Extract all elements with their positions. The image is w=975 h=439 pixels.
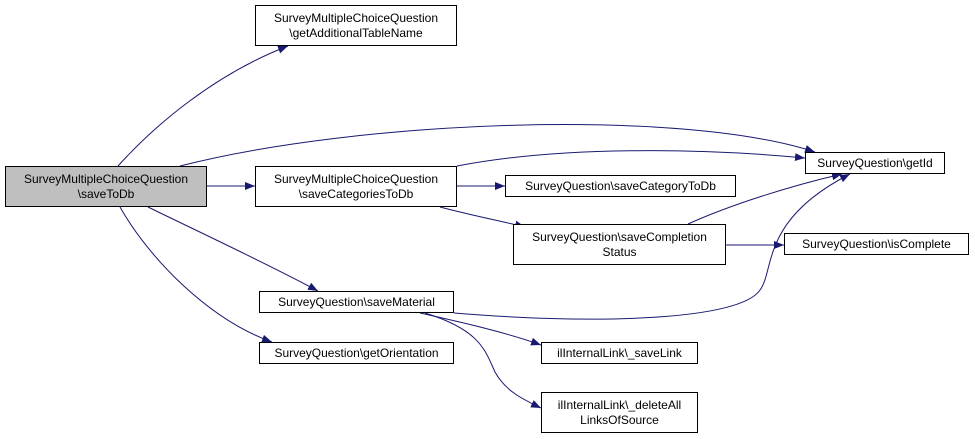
node-label-line: SurveyMultipleChoiceQuestion [273, 10, 439, 25]
edge-root-to-saveMaterial [147, 206, 319, 292]
edge-saveCompletionStatus-to-getId [687, 172, 843, 225]
node-label-line: SurveyQuestion\saveCategoryToDb [525, 178, 716, 193]
node-saveMaterial[interactable]: SurveyQuestion\saveMaterial [259, 291, 454, 313]
edge-root-to-getOrientation [119, 206, 273, 343]
node-label-line: SurveyQuestion\saveMaterial [278, 294, 435, 309]
node-label-line: \saveCategoriesToDb [298, 186, 414, 201]
node-isComplete[interactable]: SurveyQuestion\isComplete [784, 233, 969, 255]
node-label-line: SurveyQuestion\isComplete [802, 236, 951, 251]
node-getOrientation[interactable]: SurveyQuestion\getOrientation [259, 342, 454, 364]
node-label-line: Status [602, 244, 637, 259]
edge-saveCategoriesToDb-to-getId [456, 150, 806, 167]
node-getId[interactable]: SurveyQuestion\getId [805, 152, 945, 174]
node-saveLink[interactable]: ilInternalLink\_saveLink [541, 342, 698, 364]
node-label-line: ilInternalLink\_saveLink [557, 345, 682, 360]
edge-root-to-getAdditionalTableName [117, 45, 289, 167]
node-label-line: SurveyQuestion\saveCompletion [532, 229, 707, 244]
node-label-line: SurveyMultipleChoiceQuestion [273, 171, 439, 186]
node-label-line: SurveyMultipleChoiceQuestion [23, 171, 189, 186]
node-label-line: SurveyQuestion\getOrientation [274, 345, 439, 360]
edges-layer [117, 45, 851, 409]
node-label-line: \saveToDb [77, 186, 135, 201]
node-label-line: \getAdditionalTableName [289, 25, 423, 40]
node-getAdditionalTableName[interactable]: SurveyMultipleChoiceQuestion\getAddition… [255, 5, 457, 46]
node-label-line: LinksOfSource [580, 412, 659, 427]
node-label-line: SurveyQuestion\getId [817, 155, 933, 170]
edge-saveMaterial-to-deleteAllLinksOfSource [424, 312, 542, 409]
node-root[interactable]: SurveyMultipleChoiceQuestion\saveToDb [5, 166, 207, 207]
node-saveCategoriesToDb[interactable]: SurveyMultipleChoiceQuestion\saveCategor… [255, 166, 457, 207]
edge-root-to-getId [179, 124, 816, 167]
node-saveCategoryToDb[interactable]: SurveyQuestion\saveCategoryToDb [505, 175, 736, 197]
edge-saveMaterial-to-getId [453, 173, 851, 320]
node-label-line: ilInternalLink\_deleteAll [557, 397, 682, 412]
